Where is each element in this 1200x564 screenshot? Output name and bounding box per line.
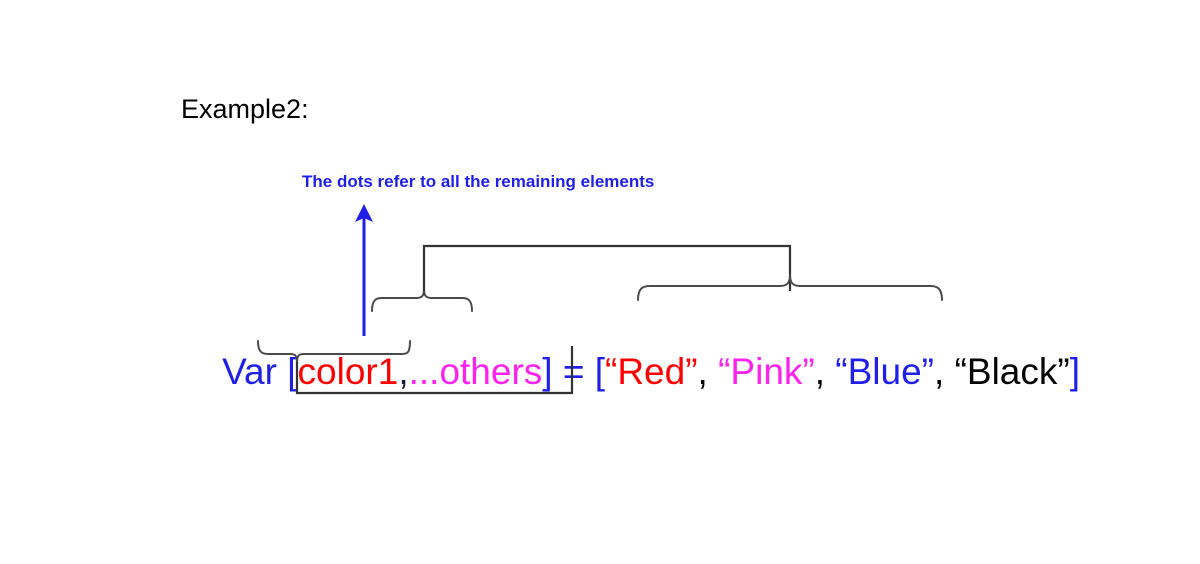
value-red: “Red” xyxy=(605,351,698,393)
connector-others-to-values xyxy=(422,244,792,291)
open-bracket-left: [ xyxy=(287,351,298,393)
value-black: “Black” xyxy=(954,351,1070,393)
value-blue: “Blue” xyxy=(835,351,934,393)
page-title: Example2: xyxy=(181,94,309,124)
comma-separator: , xyxy=(398,351,409,393)
annotation-arrow-head-icon xyxy=(355,204,373,222)
annotation-note: The dots refer to all the remaining elem… xyxy=(302,172,655,191)
comma-3: , xyxy=(934,351,955,393)
open-bracket-right: [ xyxy=(594,351,606,393)
keyword-var: Var xyxy=(222,351,288,393)
assignment-operator: = xyxy=(552,351,595,393)
binding-color1: color1 xyxy=(297,351,399,393)
value-pink: “Pink” xyxy=(718,351,815,393)
rest-dots: ... xyxy=(408,351,440,393)
close-bracket-right: ] xyxy=(1069,351,1080,393)
comma-1: , xyxy=(697,351,719,393)
binding-others: others xyxy=(439,351,543,393)
close-bracket-left: ] xyxy=(542,351,553,393)
code-line: Var [color1,...others] = [“Red”, “Pink”,… xyxy=(181,303,1080,442)
brace-above-remaining-values xyxy=(637,274,943,301)
comma-2: , xyxy=(814,351,836,393)
